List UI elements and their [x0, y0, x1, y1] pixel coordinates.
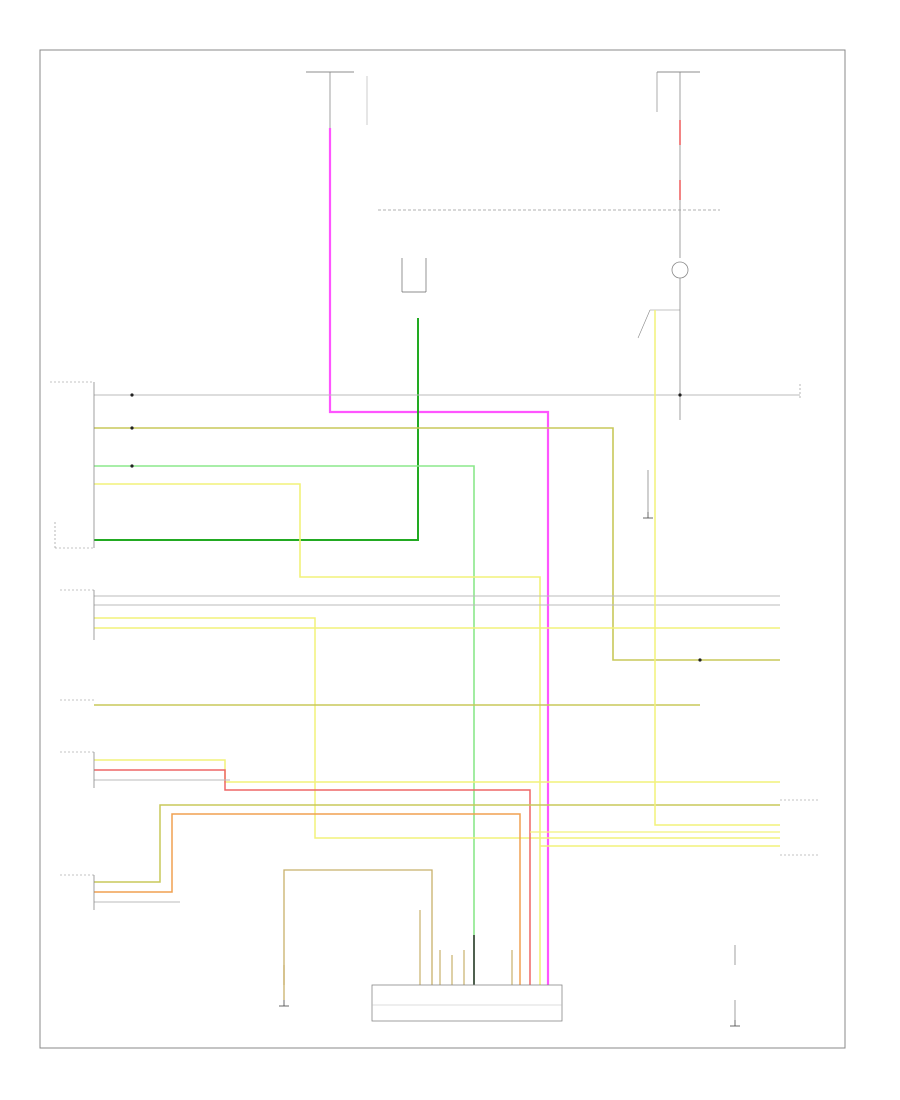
wire-yellow-4 — [94, 759, 780, 783]
wire-yellow-green-1 — [94, 427, 780, 661]
wire-light-green — [94, 465, 475, 985]
wire-yellow-2 — [94, 617, 780, 839]
meter-box — [401, 258, 427, 293]
wire-yellow-1 — [94, 483, 541, 985]
wire-red-1 — [94, 769, 531, 985]
wire-green — [94, 318, 419, 541]
actuator-connector — [60, 699, 95, 788]
wire-pink — [328, 128, 550, 985]
right-connector-lower — [780, 799, 820, 856]
fuse-block-right — [637, 71, 700, 420]
wire-yellow-5 — [654, 310, 780, 826]
ground-symbol-right-lower — [730, 1020, 740, 1027]
main-switch-connector — [60, 874, 95, 910]
diagram-frame — [39, 49, 846, 1049]
cruise-switch-connector — [60, 589, 95, 640]
splice-points — [130, 393, 702, 662]
ecm-connector — [50, 381, 95, 549]
ground-symbol-left — [279, 1000, 289, 1007]
dlc-connector — [371, 984, 563, 1022]
wires — [94, 128, 800, 1020]
wire-tan — [283, 869, 433, 985]
wire-orange-1 — [94, 813, 521, 985]
wire-yellow-green-3 — [94, 804, 780, 883]
ground-symbol-right-upper — [643, 512, 653, 519]
fuse-block-left — [306, 71, 368, 128]
